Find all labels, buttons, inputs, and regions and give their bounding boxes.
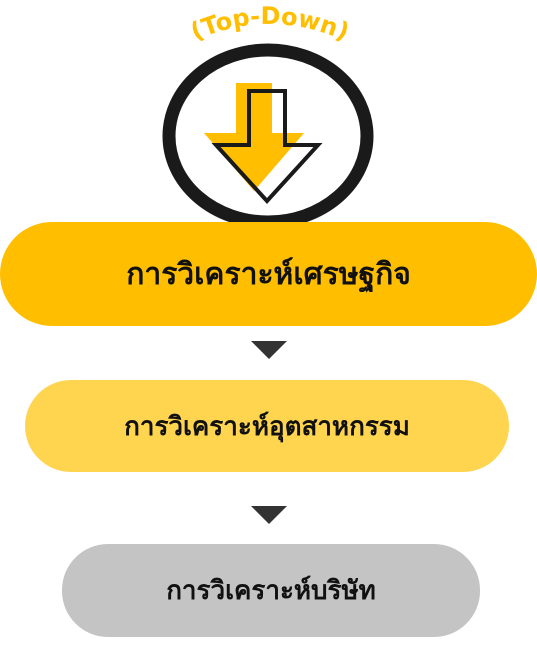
triangle-down-icon [251,506,287,524]
stage-company-analysis-label: การวิเคราะห์บริษัท [166,576,376,606]
stage-economic-analysis: การวิเคราะห์เศรษฐกิจ [0,222,537,326]
stage-economic-analysis-label: การวิเคราะห์เศรษฐกิจ [126,256,411,292]
down-arrow-icon [162,43,374,229]
stage-industry-analysis-label: การวิเคราะห์อุตสาหกรรม [124,411,410,442]
stage-company-analysis: การวิเคราะห์บริษัท [62,544,480,637]
top-down-title: (Top-Down) [187,2,354,46]
triangle-down-icon [251,341,287,359]
svg-text:(Top-Down): (Top-Down) [187,2,354,46]
stage-industry-analysis: การวิเคราะห์อุตสาหกรรม [25,380,509,472]
